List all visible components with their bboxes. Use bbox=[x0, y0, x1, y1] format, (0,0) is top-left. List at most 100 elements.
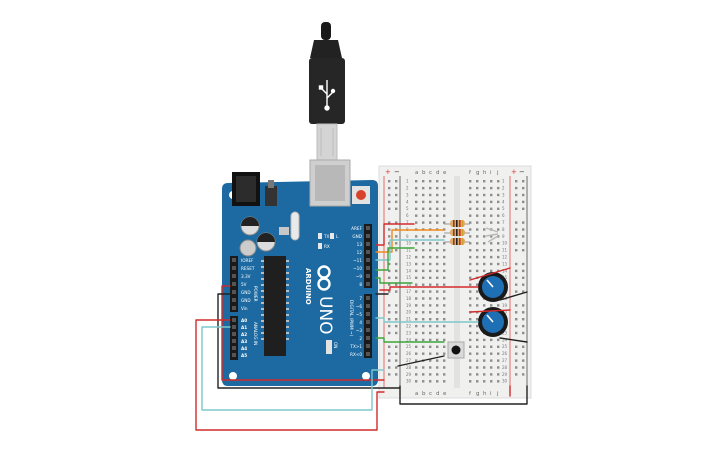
digital-header-bottom[interactable] bbox=[364, 294, 372, 358]
breadboard-hole[interactable] bbox=[490, 242, 493, 245]
rail-hole[interactable] bbox=[515, 228, 518, 231]
rail-hole[interactable] bbox=[388, 249, 391, 252]
breadboard-hole[interactable] bbox=[422, 262, 425, 266]
breadboard-hole[interactable] bbox=[483, 304, 486, 307]
breadboard-hole[interactable] bbox=[476, 249, 479, 252]
rail-hole[interactable] bbox=[388, 324, 391, 328]
rail-hole[interactable] bbox=[522, 221, 525, 224]
breadboard-hole[interactable] bbox=[436, 262, 439, 266]
rail-hole[interactable] bbox=[522, 304, 525, 307]
breadboard-hole[interactable] bbox=[436, 297, 439, 300]
breadboard-hole[interactable] bbox=[422, 304, 425, 307]
breadboard-hole[interactable] bbox=[422, 324, 425, 328]
breadboard-hole[interactable] bbox=[436, 255, 439, 259]
breadboard-hole[interactable] bbox=[497, 228, 500, 231]
breadboard-hole[interactable] bbox=[422, 221, 425, 224]
breadboard-hole[interactable] bbox=[422, 186, 425, 190]
rail-hole[interactable] bbox=[515, 373, 518, 376]
rail-hole[interactable] bbox=[522, 242, 525, 245]
wire-cyan-d11[interactable] bbox=[375, 239, 445, 261]
breadboard-hole[interactable] bbox=[476, 352, 479, 355]
breadboard-hole[interactable] bbox=[469, 318, 472, 321]
rail-hole[interactable] bbox=[522, 262, 525, 266]
wire-red-pot-right-2[interactable] bbox=[469, 309, 511, 313]
rail-hole[interactable] bbox=[388, 180, 391, 183]
breadboard-hole[interactable] bbox=[422, 207, 425, 210]
breadboard-hole[interactable] bbox=[422, 290, 425, 293]
breadboard-hole[interactable] bbox=[443, 297, 446, 300]
rail-hole[interactable] bbox=[395, 366, 398, 369]
breadboard-hole[interactable] bbox=[436, 359, 439, 362]
breadboard-hole[interactable] bbox=[443, 186, 446, 190]
rail-hole[interactable] bbox=[388, 221, 391, 224]
breadboard-hole[interactable] bbox=[469, 324, 472, 328]
breadboard-hole[interactable] bbox=[443, 269, 446, 273]
rail-hole[interactable] bbox=[515, 318, 518, 321]
rail-hole[interactable] bbox=[395, 283, 398, 286]
breadboard-hole[interactable] bbox=[429, 262, 432, 266]
breadboard-hole[interactable] bbox=[415, 249, 418, 252]
rail-hole[interactable] bbox=[522, 276, 525, 279]
rail-hole[interactable] bbox=[522, 269, 525, 273]
breadboard-hole[interactable] bbox=[483, 255, 486, 259]
breadboard-hole[interactable] bbox=[422, 297, 425, 300]
rail-hole[interactable] bbox=[522, 249, 525, 252]
breadboard-hole[interactable] bbox=[476, 345, 479, 348]
breadboard-hole[interactable] bbox=[415, 269, 418, 273]
breadboard-hole[interactable] bbox=[436, 366, 439, 369]
breadboard-hole[interactable] bbox=[422, 352, 425, 355]
wire-red-pot1[interactable] bbox=[379, 286, 479, 291]
breadboard-hole[interactable] bbox=[415, 311, 418, 314]
breadboard-hole[interactable] bbox=[490, 221, 493, 224]
breadboard-hole[interactable] bbox=[429, 255, 432, 259]
breadboard-hole[interactable] bbox=[483, 345, 486, 348]
rail-hole[interactable] bbox=[395, 249, 398, 252]
breadboard-hole[interactable] bbox=[436, 304, 439, 307]
breadboard-hole[interactable] bbox=[497, 359, 500, 362]
breadboard-hole[interactable] bbox=[469, 193, 472, 197]
breadboard-hole[interactable] bbox=[490, 255, 493, 259]
breadboard-hole[interactable] bbox=[497, 186, 500, 190]
breadboard-hole[interactable] bbox=[436, 283, 439, 286]
breadboard-hole[interactable] bbox=[436, 193, 439, 197]
breadboard-hole[interactable] bbox=[415, 373, 418, 376]
breadboard-hole[interactable] bbox=[422, 193, 425, 197]
rail-hole[interactable] bbox=[395, 235, 398, 238]
breadboard-hole[interactable] bbox=[490, 214, 493, 217]
breadboard-hole[interactable] bbox=[476, 262, 479, 266]
breadboard-hole[interactable] bbox=[443, 338, 446, 342]
breadboard-hole[interactable] bbox=[483, 380, 486, 383]
breadboard-hole[interactable] bbox=[443, 324, 446, 328]
rail-hole[interactable] bbox=[522, 228, 525, 231]
rail-hole[interactable] bbox=[515, 207, 518, 210]
breadboard-hole[interactable] bbox=[415, 186, 418, 190]
breadboard-hole[interactable] bbox=[443, 180, 446, 183]
breadboard-hole[interactable] bbox=[476, 338, 479, 342]
rail-hole[interactable] bbox=[515, 290, 518, 293]
breadboard-hole[interactable] bbox=[476, 228, 479, 231]
wire-green-d9[interactable] bbox=[375, 277, 413, 284]
breadboard-hole[interactable] bbox=[469, 373, 472, 376]
wire-red-d13[interactable] bbox=[375, 223, 415, 246]
breadboard-hole[interactable] bbox=[436, 242, 439, 245]
breadboard-hole[interactable] bbox=[429, 359, 432, 362]
breadboard-hole[interactable] bbox=[483, 269, 486, 273]
breadboard-hole[interactable] bbox=[429, 200, 432, 204]
breadboard-hole[interactable] bbox=[429, 186, 432, 190]
breadboard-hole[interactable] bbox=[429, 352, 432, 355]
rail-hole[interactable] bbox=[515, 193, 518, 197]
digital-header-top[interactable] bbox=[364, 224, 372, 288]
rail-hole[interactable] bbox=[522, 331, 525, 335]
breadboard-hole[interactable] bbox=[443, 345, 446, 348]
pushbutton-cap[interactable] bbox=[451, 345, 461, 355]
breadboard-hole[interactable] bbox=[469, 186, 472, 190]
breadboard-hole[interactable] bbox=[469, 297, 472, 300]
breadboard-hole[interactable] bbox=[415, 304, 418, 307]
breadboard-hole[interactable] bbox=[415, 318, 418, 321]
breadboard-hole[interactable] bbox=[443, 311, 446, 314]
breadboard-hole[interactable] bbox=[415, 359, 418, 362]
rail-hole[interactable] bbox=[395, 200, 398, 204]
breadboard-hole[interactable] bbox=[469, 207, 472, 210]
rail-hole[interactable] bbox=[395, 186, 398, 190]
breadboard-hole[interactable] bbox=[429, 345, 432, 348]
